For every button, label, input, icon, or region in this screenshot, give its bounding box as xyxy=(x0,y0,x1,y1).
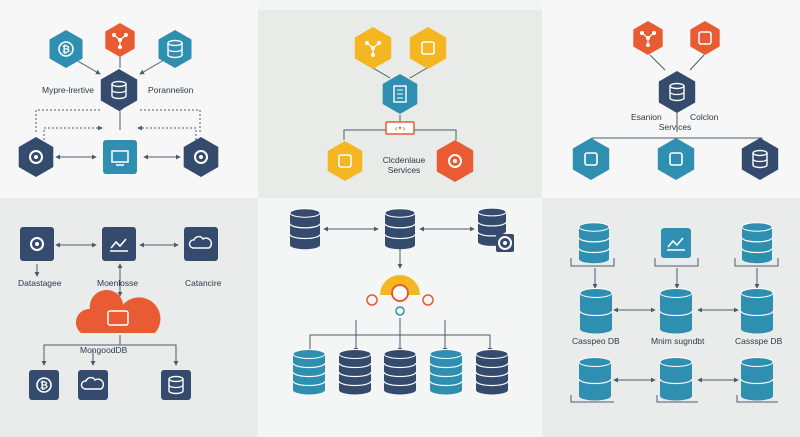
bitcoin-icon-2: ₿ xyxy=(29,370,59,400)
panel6-label-right: Cassspe DB xyxy=(735,336,783,346)
svg-text:₿: ₿ xyxy=(62,44,70,56)
monitor-icon xyxy=(103,140,137,174)
router-icon xyxy=(105,23,135,57)
database-icon xyxy=(658,71,696,113)
database-icon-b xyxy=(384,208,416,250)
panel2-label-services-2: Services xyxy=(387,165,421,175)
document-icon xyxy=(659,288,693,334)
document-icon-3 xyxy=(659,357,693,401)
server-icon xyxy=(366,275,434,316)
server-icon xyxy=(382,74,418,114)
panel3-label-services: Services xyxy=(658,122,692,132)
database-icon-a xyxy=(289,208,321,250)
chart-icon xyxy=(102,227,136,261)
svg-text:₿: ₿ xyxy=(40,380,48,392)
settings-icon xyxy=(18,137,54,177)
badge-icon xyxy=(657,138,695,180)
bitcoin-icon: ₿ xyxy=(49,30,83,68)
panel2-label-services-1: Clcdenlaue xyxy=(382,155,426,165)
db-row-3 xyxy=(383,349,417,395)
panel6-label-left: Casspeo DB xyxy=(572,336,620,346)
database-icon xyxy=(100,69,138,111)
network-icon xyxy=(633,21,663,55)
panel1-label-right: Porannelion xyxy=(148,85,194,95)
settings-icon xyxy=(20,227,54,261)
box-icon xyxy=(690,21,720,55)
chart-icon-2 xyxy=(661,228,691,258)
db-row-2 xyxy=(338,349,372,395)
chip-icon xyxy=(327,141,363,181)
svg-text:‹•›: ‹•› xyxy=(394,124,405,133)
robot-icon xyxy=(572,138,610,180)
server-icon xyxy=(158,30,192,68)
panel3-label-left: Esanion xyxy=(631,112,662,122)
panel4-label-left: Datastagee xyxy=(18,278,62,288)
db-row-4 xyxy=(429,349,463,395)
lock-icon xyxy=(579,288,613,334)
db-row-1 xyxy=(292,349,326,395)
cloud-icon-2 xyxy=(78,370,108,400)
database-icon-3 xyxy=(161,370,191,400)
server-badge-icon xyxy=(496,234,514,252)
panel4-label-cloud: MongoodDB xyxy=(80,345,128,355)
gear-icon xyxy=(436,140,474,182)
db-row-5 xyxy=(475,349,509,395)
cloud-node-chip xyxy=(107,310,129,326)
settings-icon-2 xyxy=(578,357,612,401)
panel6-label-mid: Mnim sugndbt xyxy=(651,336,705,346)
panel4-label-right: Catancire xyxy=(185,278,222,288)
database-icon-d xyxy=(578,222,610,264)
panel3-label-right: Colclon xyxy=(690,112,719,122)
database-icon-2 xyxy=(741,138,779,180)
database-icon-e xyxy=(741,222,773,264)
panel4-label-mid: Moenlosse xyxy=(97,278,139,288)
gateway-icon: ‹•› xyxy=(385,121,415,135)
hub-icon xyxy=(183,137,219,177)
document-icon-2 xyxy=(740,288,774,334)
flow-icon xyxy=(354,27,392,69)
panel1-label-left: Mypre-lrertive xyxy=(42,85,94,95)
database-icon-f xyxy=(740,357,774,401)
group-icon xyxy=(409,27,447,69)
cloud-icon xyxy=(184,227,218,261)
